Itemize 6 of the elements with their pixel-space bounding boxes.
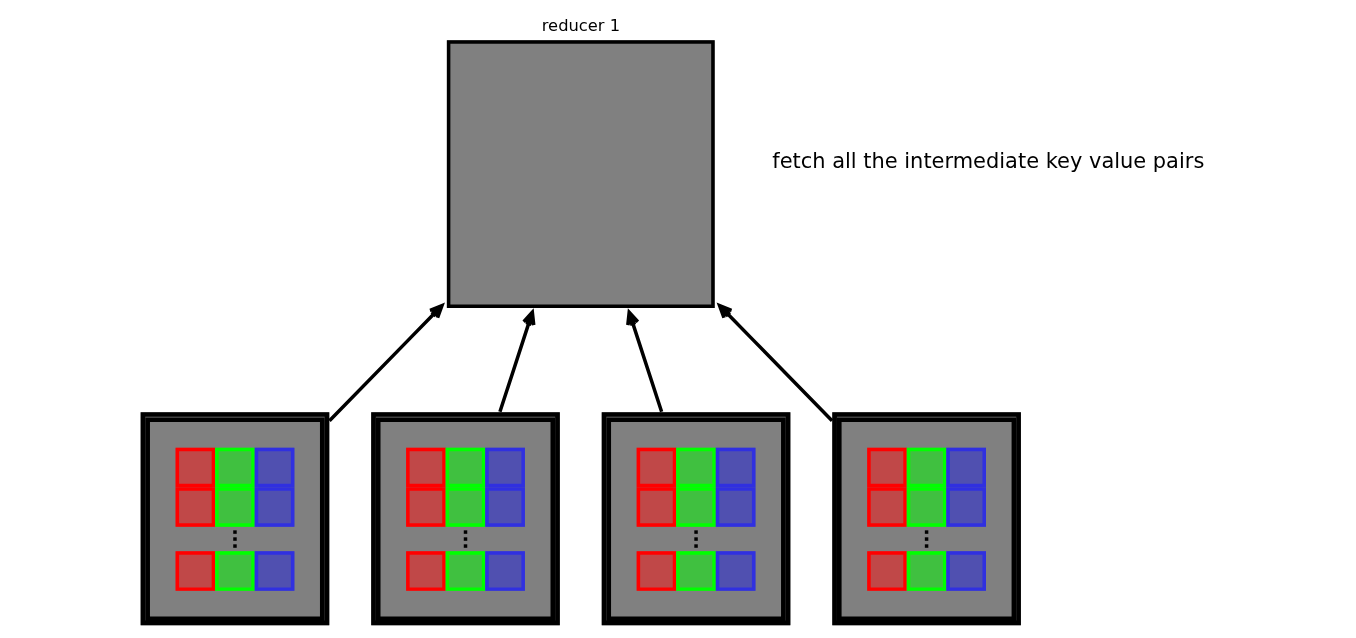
arrow (498, 310, 536, 413)
node-label: reducer 1 (541, 16, 621, 36)
arrow (328, 303, 444, 422)
arrow (626, 310, 664, 413)
arrow (717, 303, 834, 422)
label: fetch all the intermediate key value pairs (772, 148, 1205, 173)
